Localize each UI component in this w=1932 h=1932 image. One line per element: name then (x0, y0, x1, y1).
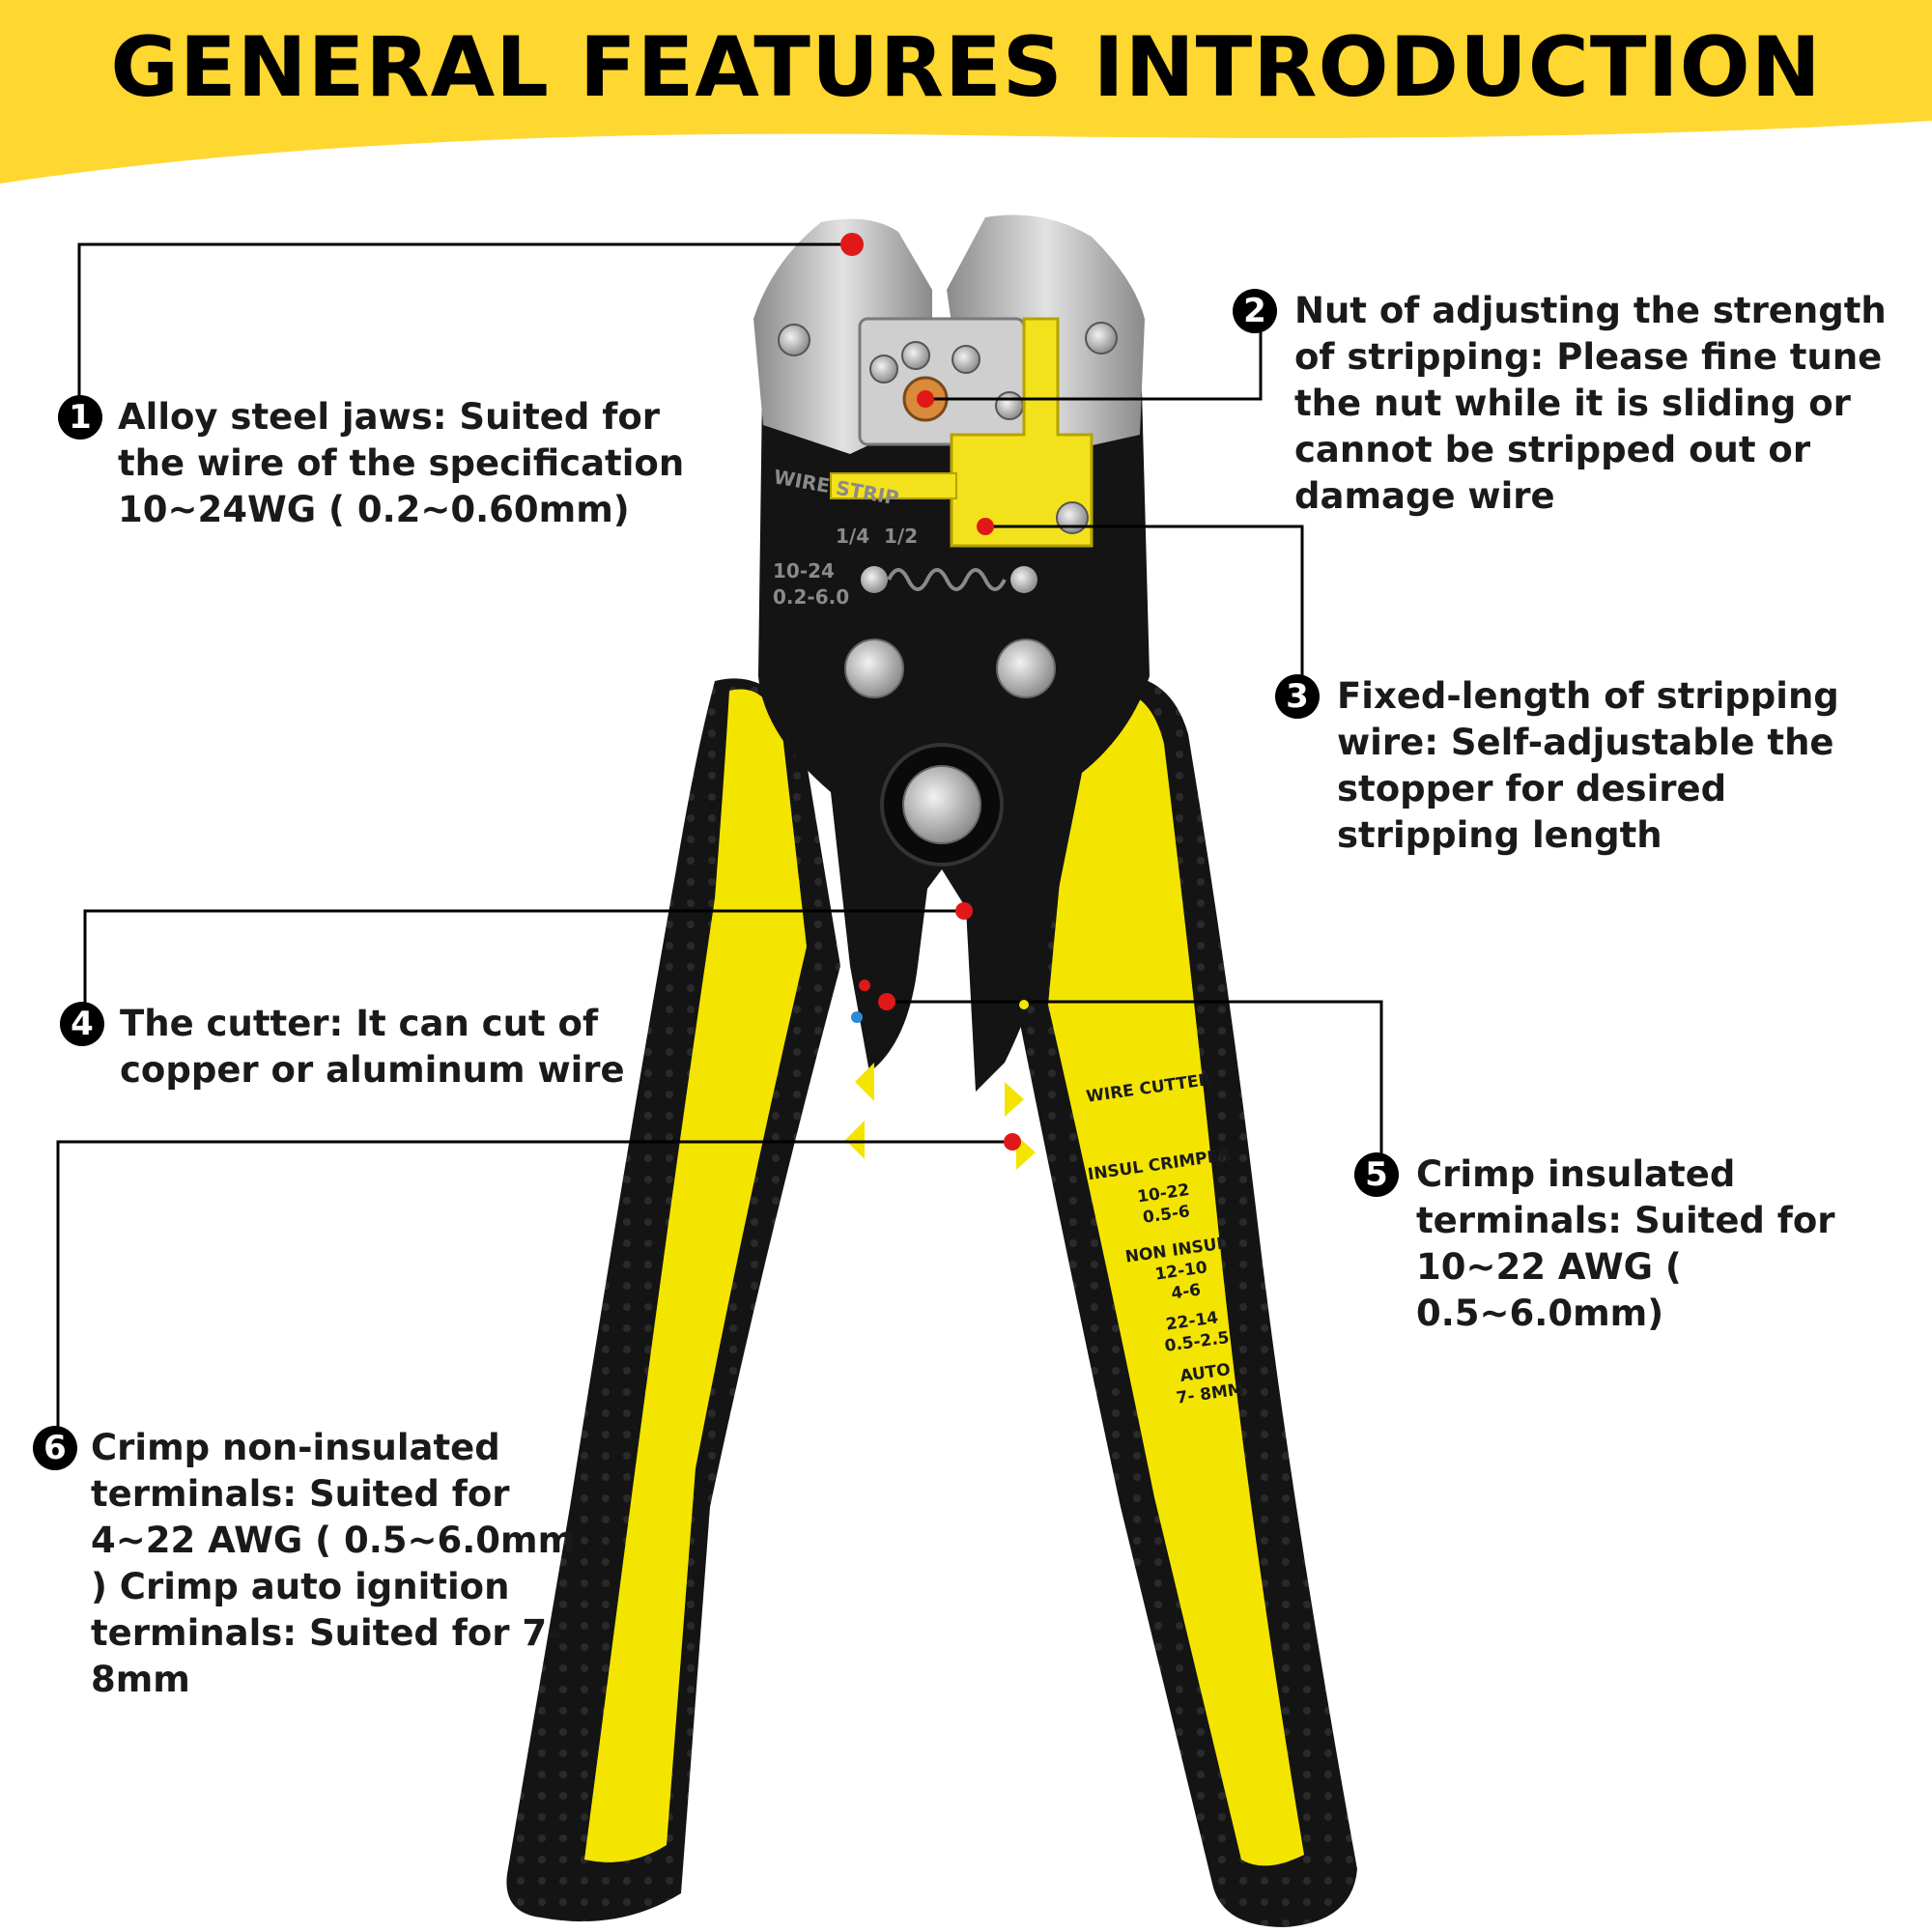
marker-2 (917, 390, 934, 408)
marker-red-small (859, 980, 870, 991)
marker-1 (840, 233, 864, 256)
callout-number-3: 3 (1275, 674, 1320, 719)
callout-text-6: Crimp non-insulated terminals: Suited fo… (91, 1427, 576, 1700)
callout-text-1: Alloy steel jaws: Suited for the wire of… (118, 396, 685, 530)
leader-1 (77, 242, 852, 396)
right-rivet (996, 639, 1056, 698)
callout-number-1: 1 (58, 395, 102, 440)
leader-4 (83, 909, 964, 1005)
callout-number-5: 5 (1354, 1152, 1399, 1197)
leader-3 (985, 525, 1304, 681)
page-title: GENERAL FEATURES INTRODUCTION (110, 19, 1822, 116)
header-banner (0, 0, 1932, 184)
leader-5 (887, 1000, 1383, 1159)
pivot-bolt (902, 765, 981, 844)
spring (887, 568, 1007, 591)
callout-text-2: Nut of adjusting the strength of strippi… (1294, 290, 1887, 517)
marker-3 (977, 518, 994, 535)
callout-2: 2 Nut of adjusting the strength of strip… (1233, 288, 1909, 520)
callout-text-3: Fixed-length of stripping wire: Self-adj… (1337, 675, 1839, 856)
left-rivet (844, 639, 904, 698)
callout-text-4: The cutter: It can cut of copper or alum… (120, 1003, 625, 1091)
markers (840, 233, 1029, 1151)
marker-yellow-small (1019, 1000, 1029, 1009)
marker-6 (1004, 1133, 1021, 1151)
callout-4: 4 The cutter: It can cut of copper or al… (60, 1001, 639, 1094)
callout-number-4: 4 (60, 1002, 104, 1046)
length-stopper (950, 317, 1094, 548)
strip-awg: 10-24 (773, 559, 835, 582)
marker-5 (878, 993, 895, 1010)
left-handle-yellow (584, 689, 807, 1862)
noninsul-mm-a: 4-6 (1170, 1280, 1202, 1303)
callout-6: 6 Crimp non-insulated terminals: Suited … (33, 1425, 593, 1703)
callout-number-6: 6 (33, 1426, 77, 1470)
leader-6 (56, 1140, 1012, 1430)
callout-text-5: Crimp insulated terminals: Suited for 10… (1416, 1153, 1835, 1334)
frac-quarter: 1/4 (836, 525, 869, 548)
right-handle-yellow (1048, 690, 1304, 1866)
callout-3: 3 Fixed-length of stripping wire: Self-a… (1275, 673, 1913, 859)
frac-half: 1/2 (884, 525, 918, 548)
marker-blue-small (851, 1011, 863, 1023)
callout-5: 5 Crimp insulated terminals: Suited for … (1354, 1151, 1915, 1337)
callout-number-2: 2 (1233, 289, 1277, 333)
callout-1: 1 Alloy steel jaws: Suited for the wire … (58, 394, 696, 533)
leader-lines (56, 242, 1383, 1430)
strip-mm: 0.2-6.0 (773, 585, 849, 609)
marker-4 (955, 902, 973, 920)
